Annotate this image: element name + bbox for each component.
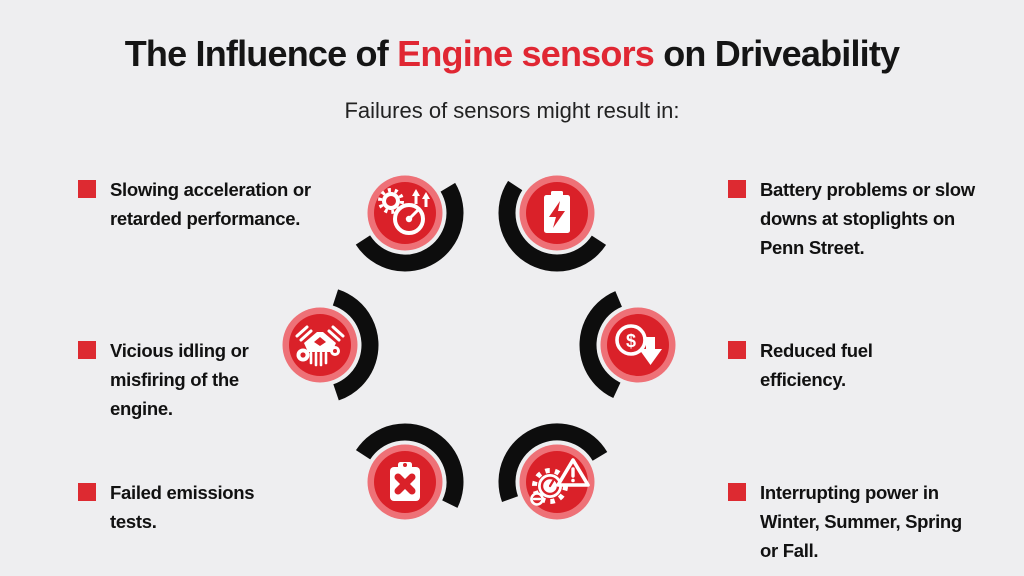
arc-segment	[579, 286, 697, 404]
battery-glyph	[544, 191, 570, 233]
icon-cluster-engine	[260, 285, 380, 405]
fuel-cost-down-icon: $	[579, 286, 697, 404]
engine-glyph	[295, 325, 345, 367]
bullet-square-marker	[78, 180, 96, 198]
bullet-reduced-fuel: Reduced fuel efficiency.	[728, 336, 873, 394]
bullet-line: tests.	[110, 511, 157, 532]
icon-cluster-fuel-cost: $	[578, 285, 698, 405]
svg-text:$: $	[626, 331, 636, 351]
bullet-line: Winter, Summer, Spring	[760, 511, 962, 532]
bullet-line: Vicious idling or	[110, 340, 249, 361]
bullet-vicious-idling: Vicious idling or misfiring of the engin…	[78, 336, 249, 423]
bullet-square-marker	[728, 483, 746, 501]
bullet-line: engine.	[110, 398, 173, 419]
icon-cluster-failed-test	[345, 422, 465, 542]
page-subtitle: Failures of sensors might result in:	[344, 98, 680, 123]
arc-segment	[346, 423, 464, 541]
battery-power-icon	[498, 154, 616, 272]
bullet-square-marker	[728, 180, 746, 198]
bullet-square-marker	[78, 341, 96, 359]
bullet-line: Battery problems or slow	[760, 179, 975, 200]
title-suffix: on Driveability	[654, 33, 900, 74]
bullet-line: efficiency.	[760, 369, 846, 390]
icon-cluster-gear-warning	[497, 422, 617, 542]
bullet-square-marker	[728, 341, 746, 359]
bullet-failed-emissions: Failed emissions tests.	[78, 478, 255, 536]
bullet-line: Reduced fuel	[760, 340, 873, 361]
gauge-glyph	[378, 188, 430, 235]
title-prefix: The Influence of	[124, 33, 398, 74]
engine-misfire-icon	[261, 286, 379, 404]
arc-segment	[346, 154, 464, 272]
failed-test-icon	[346, 423, 464, 541]
bullet-line: Slowing acceleration or	[110, 179, 311, 200]
bullet-interrupting-power: Interrupting power in Winter, Summer, Sp…	[728, 478, 962, 565]
bullet-line: retarded performance.	[110, 208, 301, 229]
bullet-line: misfiring of the	[110, 369, 239, 390]
gear-warning-icon	[498, 423, 616, 541]
page-title: The Influence of Engine sensors on Drive…	[0, 33, 1024, 75]
title-highlight: Engine sensors	[397, 33, 655, 74]
bullet-line: or Fall.	[760, 540, 819, 561]
icon-cluster-battery	[497, 153, 617, 273]
bullet-slowing-acceleration: Slowing acceleration or retarded perform…	[78, 175, 311, 233]
bullet-line: Failed emissions	[110, 482, 255, 503]
bullet-square-marker	[78, 483, 96, 501]
bullet-line: Penn Street.	[760, 237, 865, 258]
dollar-down-glyph: $	[615, 324, 662, 365]
performance-gauge-icon	[346, 154, 464, 272]
icon-cluster-performance	[345, 153, 465, 273]
clipboard-x-glyph	[390, 462, 420, 501]
bullet-line: downs at stoplights on	[760, 208, 955, 229]
bullet-line: Interrupting power in	[760, 482, 939, 503]
bullet-battery-problems: Battery problems or slow downs at stopli…	[728, 175, 975, 262]
gear-warning-glyph	[530, 458, 590, 506]
